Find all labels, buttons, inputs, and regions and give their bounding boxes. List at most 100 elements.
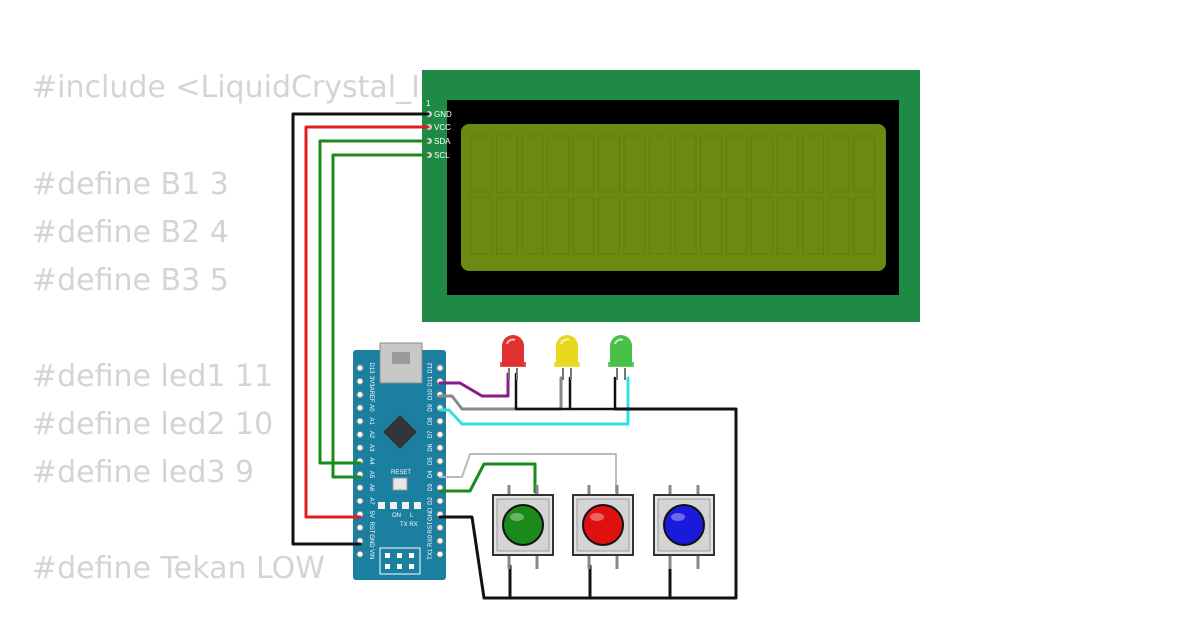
pin-label-a3: A3 bbox=[368, 444, 374, 452]
lcd-cell bbox=[470, 197, 493, 255]
wire-gnd-bus[interactable] bbox=[613, 407, 738, 600]
txrx-label: TX RX bbox=[400, 522, 418, 528]
reset-button[interactable] bbox=[392, 477, 408, 491]
pin-d2-r[interactable] bbox=[436, 497, 444, 505]
status-led-on bbox=[378, 502, 385, 509]
lcd-pin-scl: SCL bbox=[434, 151, 450, 160]
wire-led-red[interactable] bbox=[438, 372, 510, 398]
arduino-pcb bbox=[353, 350, 446, 580]
pin-label-3v3: 3V3 bbox=[368, 376, 374, 387]
wire-lcd-sda[interactable] bbox=[318, 139, 430, 465]
pushbuttons bbox=[492, 485, 715, 569]
wire-button-red[interactable] bbox=[439, 453, 617, 493]
icsp-header bbox=[379, 547, 421, 575]
wire-lcd-scl[interactable] bbox=[331, 153, 430, 479]
lcd-cell bbox=[827, 135, 850, 193]
lcd-cell bbox=[623, 135, 646, 193]
pin-d5-r[interactable] bbox=[436, 457, 444, 465]
lcd-cell bbox=[598, 135, 620, 193]
pin-label-a4: A4 bbox=[368, 457, 374, 465]
pin-rst[interactable] bbox=[356, 524, 364, 532]
button-green[interactable] bbox=[492, 485, 554, 569]
status-led-tx bbox=[402, 502, 409, 509]
status-led-l bbox=[390, 502, 397, 509]
pin-d12-r[interactable] bbox=[436, 364, 444, 372]
led-yellow[interactable] bbox=[554, 335, 580, 380]
pin-label-d8-r: D8 bbox=[428, 417, 434, 425]
lcd-cell bbox=[776, 197, 799, 255]
lcd-cell bbox=[674, 197, 697, 255]
wire-button-blue-gnd[interactable] bbox=[588, 564, 672, 600]
pin-3v3[interactable] bbox=[356, 377, 364, 385]
pin-a0[interactable] bbox=[356, 404, 364, 412]
lcd-screen bbox=[461, 124, 886, 271]
pin-vin[interactable] bbox=[356, 550, 364, 558]
pin-label-d7-r: D7 bbox=[428, 430, 434, 438]
pin-a3[interactable] bbox=[356, 444, 364, 452]
lcd-cell bbox=[649, 135, 671, 193]
wire-led-yellow-gnd[interactable] bbox=[568, 376, 617, 411]
pin-label-d4-r: D4 bbox=[428, 470, 434, 478]
pin-rst-r[interactable] bbox=[436, 524, 444, 532]
pin-d7-r[interactable] bbox=[436, 431, 444, 438]
button-blue[interactable] bbox=[653, 485, 715, 569]
wire-button-green-gnd[interactable] bbox=[438, 515, 512, 600]
leds bbox=[500, 335, 634, 380]
pin-a6[interactable] bbox=[356, 484, 364, 492]
button-blue-cap[interactable] bbox=[663, 504, 705, 546]
lcd-module[interactable]: 1 GND VCC SDA SCL bbox=[422, 70, 920, 322]
code-line-include: #include <LiquidCrystal_I2 bbox=[32, 70, 440, 105]
lcd-cell bbox=[496, 197, 518, 255]
pin-tx1-r[interactable] bbox=[436, 550, 444, 558]
pin-rx0-r[interactable] bbox=[436, 537, 444, 545]
wire-led-red-gnd[interactable] bbox=[514, 372, 572, 411]
lcd-cell bbox=[802, 197, 824, 255]
wire-button-red-gnd[interactable] bbox=[508, 564, 592, 600]
wire-lcd-gnd[interactable] bbox=[291, 112, 430, 546]
led-green[interactable] bbox=[608, 335, 634, 380]
wire-led-green[interactable] bbox=[438, 376, 630, 426]
pin-a2[interactable] bbox=[356, 431, 364, 438]
code-line-b2: #define B2 4 bbox=[32, 215, 229, 250]
pin-a1[interactable] bbox=[356, 417, 364, 425]
pin-label-a1: A1 bbox=[368, 418, 374, 426]
pin-label-aref: AREF bbox=[368, 387, 374, 403]
lcd-cell bbox=[725, 197, 748, 255]
lcd-cell bbox=[776, 135, 799, 193]
lcd-cell bbox=[827, 197, 850, 255]
pin-label-5v: 5V bbox=[368, 511, 374, 518]
pin-label-d11-r: D11 bbox=[428, 375, 434, 386]
button-green-cap[interactable] bbox=[502, 504, 544, 546]
code-line-tekan: #define Tekan LOW bbox=[32, 551, 325, 586]
status-led-rx bbox=[414, 502, 421, 509]
pin-d13[interactable] bbox=[356, 364, 364, 372]
on-label: ON bbox=[392, 513, 401, 519]
lcd-cell bbox=[751, 135, 773, 193]
usb-port-icon bbox=[392, 352, 410, 364]
lcd-cell bbox=[521, 197, 544, 255]
arduino-nano[interactable]: RESET ON L TX RX D133V3AREFA0A1A2A3A4A5A… bbox=[353, 342, 446, 580]
pin-label-rst: RST bbox=[368, 522, 374, 534]
wire-led-yellow[interactable] bbox=[438, 376, 563, 411]
pin-label-d3-r: D3 bbox=[428, 483, 434, 491]
pin-label-d13: D13 bbox=[368, 362, 374, 374]
pin-aref[interactable] bbox=[356, 391, 364, 399]
wires bbox=[291, 112, 738, 600]
lcd-cell bbox=[725, 135, 748, 193]
pin-d6-r[interactable] bbox=[436, 444, 444, 452]
pin-label-a2: A2 bbox=[368, 431, 374, 439]
wire-lcd-vcc[interactable] bbox=[304, 125, 430, 519]
lcd-cell bbox=[700, 135, 722, 193]
led-red[interactable] bbox=[500, 335, 526, 380]
code-line-led3: #define led3 9 bbox=[32, 455, 255, 490]
lcd-cell bbox=[649, 197, 671, 255]
pin-a7[interactable] bbox=[356, 497, 364, 505]
pin-d8-r[interactable] bbox=[436, 417, 444, 425]
lcd-cell bbox=[547, 197, 569, 255]
wire-button-green[interactable] bbox=[438, 462, 537, 494]
button-red[interactable] bbox=[572, 485, 634, 569]
lcd-cell bbox=[700, 197, 722, 255]
pin-label-d12-r: D12 bbox=[428, 362, 434, 374]
button-red-cap[interactable] bbox=[582, 504, 624, 546]
